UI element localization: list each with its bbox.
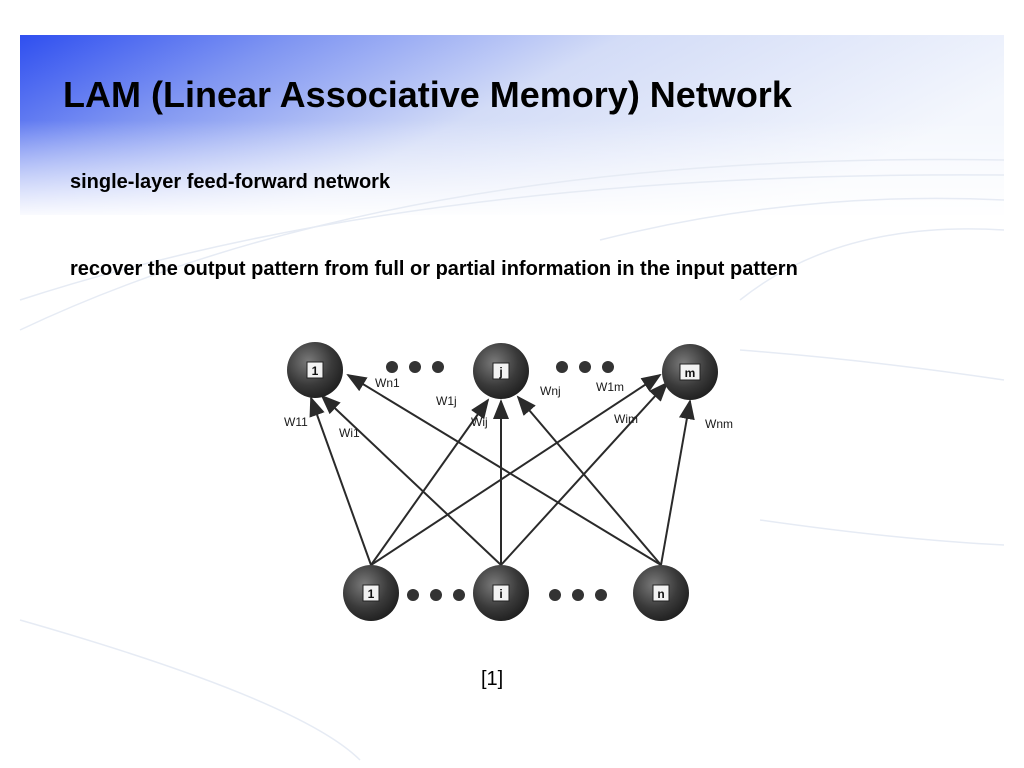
- ellipsis-top-right: [556, 361, 614, 373]
- edge-1-j: [370, 398, 490, 566]
- weight-label-w11: W11: [284, 415, 308, 429]
- svg-text:j: j: [498, 365, 502, 379]
- svg-text:i: i: [499, 587, 502, 601]
- weight-label-wn1: Wn1: [375, 376, 400, 390]
- weight-label-wij: Wij: [471, 415, 488, 429]
- output-node-1: 1: [287, 342, 343, 398]
- slide-title: LAM (Linear Associative Memory) Network: [63, 74, 792, 115]
- ellipsis-bottom-left: [407, 589, 465, 601]
- weight-label-w1j: W1j: [436, 394, 457, 408]
- edge-n-j: [516, 395, 662, 566]
- weight-label-w1m: W1m: [596, 380, 624, 394]
- input-node-1: 1: [343, 565, 399, 621]
- edge-1-1: [309, 396, 372, 566]
- edge-i-1: [320, 394, 502, 566]
- edge-n-m: [660, 399, 695, 566]
- bullet-recover-pattern: recover the output pattern from full or …: [70, 258, 798, 280]
- input-node-i: i: [473, 565, 529, 621]
- citation: [1]: [481, 668, 504, 690]
- edge-n-1: [346, 373, 662, 566]
- edge-1-m: [370, 373, 662, 566]
- ellipsis-top-left: [386, 361, 444, 373]
- weight-label-wnj: Wnj: [540, 384, 561, 398]
- ellipsis-bottom-right: [549, 589, 607, 601]
- input-node-n: n: [633, 565, 689, 621]
- svg-text:n: n: [657, 587, 664, 601]
- output-node-j: j: [473, 343, 529, 399]
- output-node-m: m: [662, 344, 718, 400]
- svg-text:m: m: [685, 366, 696, 380]
- bullet-single-layer: single-layer feed-forward network: [70, 171, 391, 193]
- svg-text:1: 1: [368, 587, 375, 601]
- weight-label-wim: Wim: [614, 412, 638, 426]
- svg-text:1: 1: [312, 364, 319, 378]
- weight-label-wi1: Wi1: [339, 426, 360, 440]
- lam-network-diagram: 1 j m 1 i n: [284, 342, 733, 621]
- weight-label-wnm: Wnm: [705, 417, 733, 431]
